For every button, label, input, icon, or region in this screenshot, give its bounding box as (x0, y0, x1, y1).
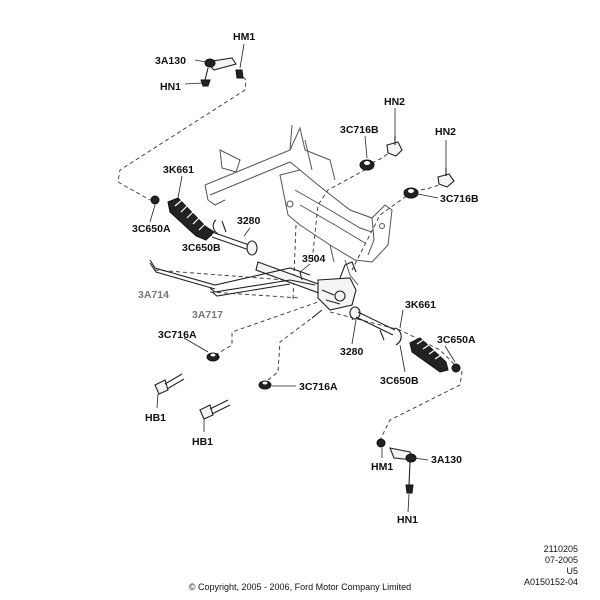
label-3c650a-left: 3C650A (132, 223, 171, 235)
label-3c650b-left: 3C650B (182, 242, 221, 254)
label-3c716b-a: 3C716B (340, 124, 379, 136)
label-3k661-left: 3K661 (163, 164, 194, 176)
clamp-3c650b-right (394, 327, 402, 346)
label-3c716b-b: 3C716B (440, 193, 479, 205)
label-3a717: 3A717 (192, 309, 223, 321)
label-3a130-bottom: 3A130 (431, 454, 462, 466)
assembly-lines (117, 71, 463, 441)
drawing-ref-line4: A0150152-04 (523, 577, 578, 587)
clamp-3c650a-left (150, 195, 160, 205)
clamp-3c650b-left (212, 219, 219, 235)
label-hn2-a: HN2 (384, 96, 405, 108)
bushing-3c716b-b (403, 187, 419, 199)
label-hn2-b: HN2 (435, 126, 456, 138)
label-hn1-bottom: HN1 (397, 514, 418, 526)
label-3a130-top: 3A130 (155, 55, 186, 67)
bushing-3c716a-mid (258, 380, 272, 390)
label-3k661-right: 3K661 (405, 299, 436, 311)
drawing-ref-line2: 07-2005 (544, 555, 578, 565)
label-hm1-bottom: HM1 (371, 461, 393, 473)
drawing-ref-line1: 2110205 (543, 544, 578, 554)
vehicle-frame (204, 124, 393, 286)
fluid-line-3a717 (209, 279, 316, 297)
nut-hn2-b (437, 168, 455, 188)
label-hb1-b: HB1 (192, 436, 213, 448)
bushing-3c716a-left (206, 352, 220, 362)
label-3504: 3504 (302, 253, 326, 265)
bolt-hb1-a (154, 373, 185, 409)
label-3a714: 3A714 (138, 289, 169, 301)
tie-rod-end-bottom (376, 438, 417, 494)
label-3c716a-mid: 3C716A (299, 381, 338, 393)
label-3c716a-left: 3C716A (158, 329, 197, 341)
label-3280-top: 3280 (237, 215, 261, 227)
label-hm1-top: HM1 (233, 31, 255, 43)
label-3280-bottom: 3280 (340, 346, 364, 358)
bolt-hb1-b (199, 399, 231, 432)
leader-lines (149, 43, 456, 513)
boot-3k661-left (167, 197, 215, 241)
bushing-3c716b-a (359, 159, 375, 171)
inner-tie-rod-3280-bottom (349, 306, 396, 341)
inner-tie-rod-3280-top (211, 220, 258, 256)
label-3c650b-right: 3C650B (380, 375, 419, 387)
tie-rod-end-top (200, 57, 244, 87)
label-3c650a-right: 3C650A (437, 334, 476, 346)
boot-3k661-right (409, 337, 449, 373)
clamp-3c650a-right (451, 363, 461, 373)
nut-hn2-a (386, 136, 403, 157)
steering-gear-3504 (255, 261, 357, 319)
label-hn1-top: HN1 (160, 81, 181, 93)
label-hb1-a: HB1 (145, 412, 166, 424)
drawing-ref-line3: U5 (566, 566, 578, 576)
fluid-line-3a714 (149, 259, 311, 290)
copyright-notice: © Copyright, 2005 - 2006, Ford Motor Com… (188, 582, 412, 592)
part-labels: HM1 3A130 HN1 HN2 3C716B HN2 3C716B 3K66… (132, 31, 479, 526)
